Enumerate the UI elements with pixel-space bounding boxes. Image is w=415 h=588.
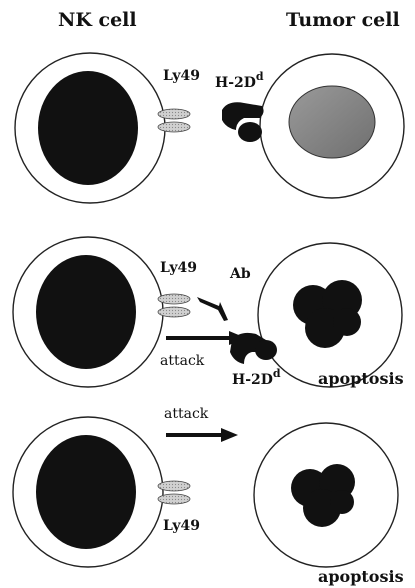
h2dd-label-2: H-2Dd [232, 367, 281, 388]
ly49-label-1: Ly49 [163, 68, 200, 84]
apoptosis-label-3: apoptosis [318, 567, 404, 586]
panel-1: Ly49 H-2Dd [15, 53, 404, 203]
h2dd-ligand-1 [222, 102, 264, 142]
antibody-label: Ab [229, 266, 251, 282]
nk-nucleus-2 [36, 255, 136, 369]
tumor-cell-header: Tumor cell [286, 9, 400, 31]
h2dd-label-1: H-2Dd [215, 70, 264, 91]
panel-2: Ly49 Ab attack H-2Dd apoptosis [13, 237, 404, 388]
nk-nucleus-3 [36, 435, 136, 549]
apoptosis-label-2: apoptosis [318, 369, 404, 388]
attack-label-3: attack [164, 406, 209, 422]
tumor-nucleus-1 [289, 86, 375, 158]
nk-cell-header: NK cell [58, 9, 137, 31]
nk-nucleus-1 [38, 71, 138, 185]
ly49-label-2: Ly49 [160, 260, 197, 276]
attack-arrow-3 [166, 428, 238, 442]
antibody-icon [197, 297, 228, 321]
panel-3: Ly49 attack apoptosis [13, 406, 404, 586]
attack-label-2: attack [160, 353, 205, 369]
ly49-label-3: Ly49 [163, 518, 200, 534]
